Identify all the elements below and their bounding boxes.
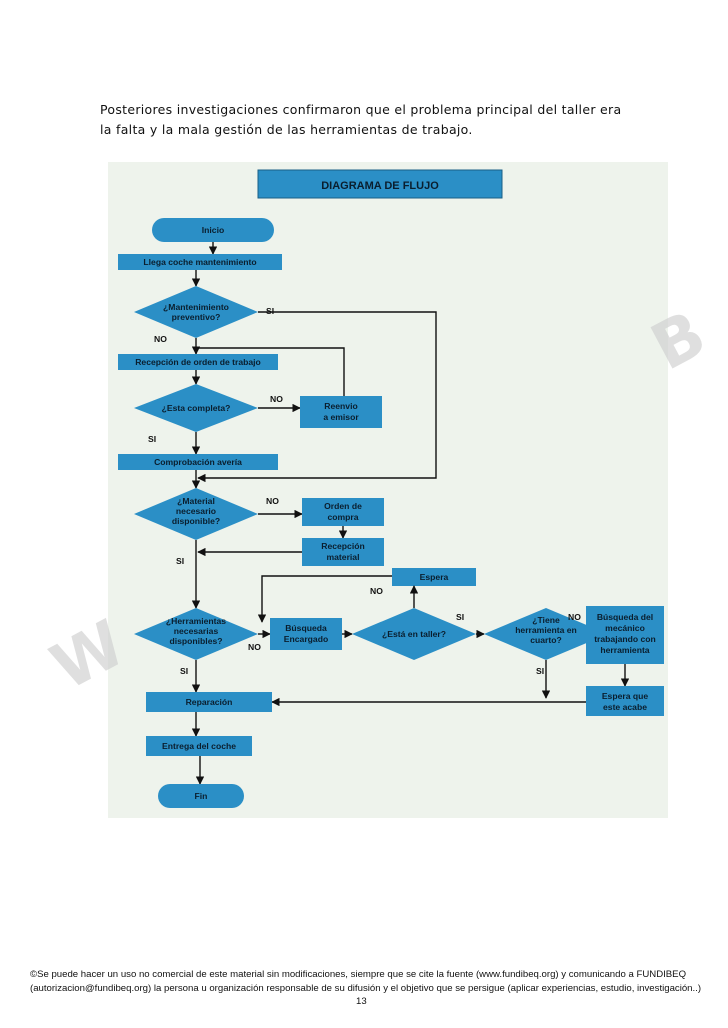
material-no: NO bbox=[266, 496, 279, 506]
decision-tools bbox=[134, 608, 258, 660]
end-terminal bbox=[158, 784, 244, 808]
wait-finish-l2: este acabe bbox=[603, 702, 647, 712]
workshop-yes: SI bbox=[456, 612, 464, 622]
decision-tools-l2: necesarias bbox=[174, 626, 219, 636]
tools-yes: SI bbox=[180, 666, 188, 676]
arrival-process bbox=[118, 254, 282, 270]
repair-label: Reparación bbox=[186, 697, 233, 707]
search-assign-process bbox=[270, 618, 342, 650]
decision-preventive-l2: preventivo? bbox=[172, 312, 221, 322]
search-mechanic-l1: Búsqueda del bbox=[597, 612, 653, 622]
decision-complete bbox=[134, 384, 258, 432]
complete-yes: SI bbox=[148, 434, 156, 444]
decision-material bbox=[134, 488, 258, 540]
footer-line-1: ©Se puede hacer un uso no comercial de e… bbox=[30, 969, 687, 980]
intro-line-2: la falta y la mala gestión de las herram… bbox=[100, 122, 473, 137]
room-no: NO bbox=[568, 612, 581, 622]
search-assign-l1: Búsqueda bbox=[285, 623, 327, 633]
flowchart-figure: DIAGRAMA DE FLUJO Inicio Llega coche man… bbox=[108, 162, 668, 818]
start-label: Inicio bbox=[202, 225, 224, 235]
material-yes: SI bbox=[176, 556, 184, 566]
search-assign-l2: Encargado bbox=[284, 634, 328, 644]
decision-preventive-l1: ¿Mantenimiento bbox=[163, 302, 229, 312]
decision-workshop bbox=[352, 608, 476, 660]
arrow-preventive-yes bbox=[197, 311, 437, 483]
flowchart-svg: DIAGRAMA DE FLUJO Inicio Llega coche man… bbox=[118, 169, 664, 808]
flowchart-title: DIAGRAMA DE FLUJO bbox=[321, 180, 439, 192]
resend-l2: a emisor bbox=[323, 412, 359, 422]
decision-tools-l3: disponibles? bbox=[170, 636, 223, 646]
search-mechanic-process bbox=[586, 606, 664, 664]
repair-process bbox=[146, 692, 272, 712]
footer-notice: ©Se puede hacer un uso no comercial de e… bbox=[30, 968, 710, 996]
delivery-process bbox=[146, 736, 252, 756]
fault-check-label: Comprobación avería bbox=[154, 457, 242, 467]
end-label: Fin bbox=[195, 791, 208, 801]
workshop-no: NO bbox=[370, 586, 383, 596]
decision-preventive bbox=[134, 286, 258, 338]
purchase-order-l2: compra bbox=[327, 512, 358, 522]
tools-no: NO bbox=[248, 642, 261, 652]
start-terminal bbox=[152, 218, 274, 242]
work-order-label: Recepción de orden de trabajo bbox=[135, 357, 261, 367]
decision-room-l1: ¿Tiene bbox=[532, 615, 560, 625]
search-mechanic-l3: trabajando con bbox=[594, 634, 656, 644]
delivery-label: Entrega del coche bbox=[162, 741, 236, 751]
material-reception-l2: material bbox=[327, 552, 360, 562]
room-yes: SI bbox=[536, 666, 544, 676]
decision-room-l3: cuarto? bbox=[530, 635, 562, 645]
decision-room bbox=[484, 608, 608, 660]
preventive-yes: SI bbox=[266, 306, 274, 316]
wait-finish-l1: Espera que bbox=[602, 691, 649, 701]
intro-paragraph: Posteriores investigaciones confirmaron … bbox=[100, 100, 690, 140]
decision-material-l2: necesario bbox=[176, 506, 216, 516]
decision-material-l3: disponible? bbox=[172, 516, 220, 526]
resend-process bbox=[300, 396, 382, 428]
wait-process bbox=[392, 568, 476, 586]
material-reception-process bbox=[302, 538, 384, 566]
decision-complete-label: ¿Esta completa? bbox=[162, 403, 231, 413]
preventive-no: NO bbox=[154, 334, 167, 344]
decision-workshop-label: ¿Está en taller? bbox=[382, 629, 446, 639]
arrival-label: Llega coche mantenimiento bbox=[143, 257, 256, 267]
wait-finish-process bbox=[586, 686, 664, 716]
material-reception-l1: Recepción bbox=[321, 541, 364, 551]
resend-l1: Reenvio bbox=[324, 401, 357, 411]
purchase-order-l1: Orden de bbox=[324, 501, 362, 511]
work-order-process bbox=[118, 354, 278, 370]
fault-check-process bbox=[118, 454, 278, 470]
footer-line-2: (autorizacion@fundibeq.org) la persona u… bbox=[30, 983, 702, 994]
intro-line-1: Posteriores investigaciones confirmaron … bbox=[100, 102, 622, 117]
purchase-order-process bbox=[302, 498, 384, 526]
decision-tools-l1: ¿Herramientas bbox=[166, 616, 226, 626]
page-number: 13 bbox=[356, 996, 367, 1007]
decision-room-l2: herramienta en bbox=[515, 625, 577, 635]
complete-no: NO bbox=[270, 394, 283, 404]
search-mechanic-l4: herramienta bbox=[600, 645, 649, 655]
flowchart-title-box bbox=[257, 169, 503, 199]
wait-label: Espera bbox=[420, 572, 449, 582]
arrow-wait-return bbox=[257, 575, 392, 623]
decision-material-l1: ¿Material bbox=[177, 496, 215, 506]
search-mechanic-l2: mecánico bbox=[605, 623, 645, 633]
